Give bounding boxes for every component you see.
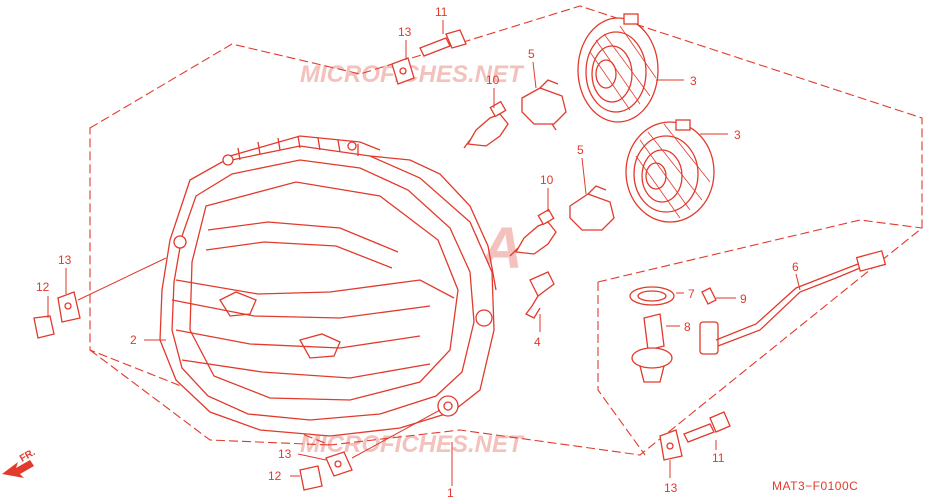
small-bulb xyxy=(701,287,717,305)
bolt-lower xyxy=(683,411,731,443)
harness-socket xyxy=(699,250,887,355)
callout-5-upper: 5 xyxy=(528,47,535,61)
headlight-unit xyxy=(159,135,497,437)
callout-4: 4 xyxy=(534,335,541,349)
front-label: FR. xyxy=(18,447,38,465)
callout-12-left: 12 xyxy=(36,280,50,294)
mount-grommet-left xyxy=(57,291,81,323)
callout-6: 6 xyxy=(792,260,799,274)
mount-grommet-upper xyxy=(391,57,415,85)
callout-7: 7 xyxy=(688,287,695,301)
callout-11-upper: 11 xyxy=(435,5,448,19)
bulb-lower xyxy=(509,208,557,257)
callout-2: 2 xyxy=(130,333,137,347)
bulb-upper xyxy=(463,100,509,149)
diagram-code: MAT3−F0100C xyxy=(772,479,858,493)
socket-upper xyxy=(521,79,567,131)
callout-3-lower: 3 xyxy=(734,128,741,142)
nut-bottom xyxy=(299,465,323,491)
pilot-bulb-socket xyxy=(525,271,555,319)
dust-cover-upper xyxy=(577,13,659,123)
callout-1: 1 xyxy=(447,486,454,498)
callout-8: 8 xyxy=(684,320,691,334)
socket-lower xyxy=(569,185,615,231)
callout-9: 9 xyxy=(740,292,747,306)
callout-10-lower: 10 xyxy=(540,173,554,187)
bolt-upper xyxy=(419,29,467,57)
callout-13-bottom: 13 xyxy=(278,447,292,461)
callout-13-right: 13 xyxy=(664,481,678,495)
callout-11-lower: 11 xyxy=(712,451,725,465)
leader-lines xyxy=(47,20,801,486)
callout-5-lower: 5 xyxy=(577,143,584,157)
front-arrow-icon xyxy=(2,460,34,478)
front-direction-indicator: FR. xyxy=(2,447,38,478)
nut-left xyxy=(33,315,55,339)
callout-12-bottom: 12 xyxy=(268,469,282,483)
grommet xyxy=(629,286,675,306)
callout-13-left: 13 xyxy=(58,253,72,267)
dust-cover-lower xyxy=(625,119,715,223)
callout-10-upper: 10 xyxy=(486,73,500,87)
callout-labels: 1 2 3 3 4 5 5 6 7 8 9 10 10 11 11 12 12 … xyxy=(36,5,799,498)
callout-3-upper: 3 xyxy=(690,74,697,88)
socket-assembly xyxy=(631,313,673,383)
callout-13-upper: 13 xyxy=(398,25,412,39)
mount-grommet-bottom xyxy=(325,451,353,477)
mount-grommet-right xyxy=(659,429,683,461)
